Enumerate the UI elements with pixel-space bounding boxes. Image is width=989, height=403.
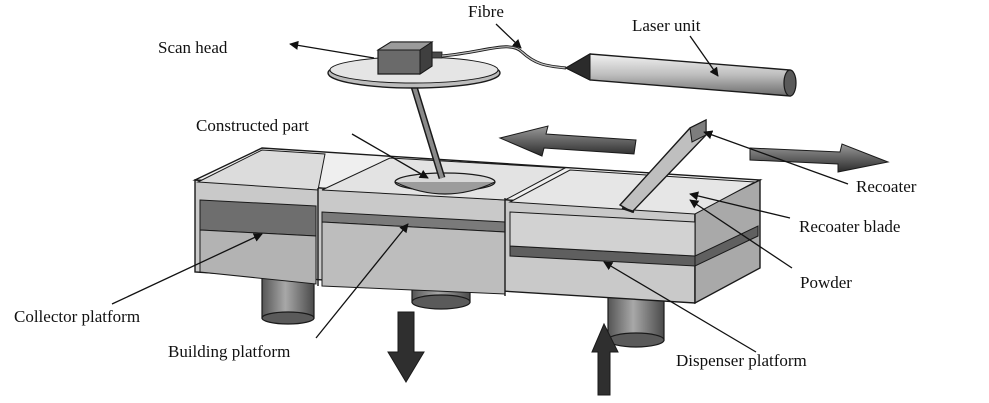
label-powder: Powder xyxy=(800,273,852,292)
laser-unit xyxy=(564,53,797,97)
label-laser-unit: Laser unit xyxy=(632,16,701,35)
recoater-blade-leader xyxy=(689,191,791,219)
laser-unit-leader xyxy=(689,35,719,77)
laser-beam xyxy=(408,78,446,180)
machine-box xyxy=(192,147,763,305)
recoater-leader xyxy=(703,130,849,185)
recoater-right-arrow xyxy=(749,143,890,173)
label-recoater: Recoater xyxy=(856,177,917,196)
collector-platform-leader xyxy=(111,233,263,305)
scan-head xyxy=(327,41,501,89)
label-fibre: Fibre xyxy=(468,2,504,21)
label-collector-platform: Collector platform xyxy=(14,307,140,326)
scan-head-leader xyxy=(289,40,375,59)
label-scan-head: Scan head xyxy=(158,38,228,57)
constructed-part xyxy=(394,172,496,195)
powder-leader xyxy=(689,199,793,269)
label-recoater-blade: Recoater blade xyxy=(799,217,900,236)
label-dispenser-platform: Dispenser platform xyxy=(676,351,807,370)
fibre-leader xyxy=(495,23,522,49)
label-building-platform: Building platform xyxy=(168,342,290,361)
building-platform-leader xyxy=(315,223,409,339)
recoater xyxy=(618,118,707,214)
label-constructed-part: Constructed part xyxy=(196,116,309,135)
constructed-part-leader xyxy=(351,133,429,179)
dispenser-up-arrow xyxy=(591,322,619,396)
dispenser-platform-leader xyxy=(603,261,757,353)
building-down-arrow xyxy=(387,311,425,383)
recoater-left-arrow xyxy=(498,125,637,157)
